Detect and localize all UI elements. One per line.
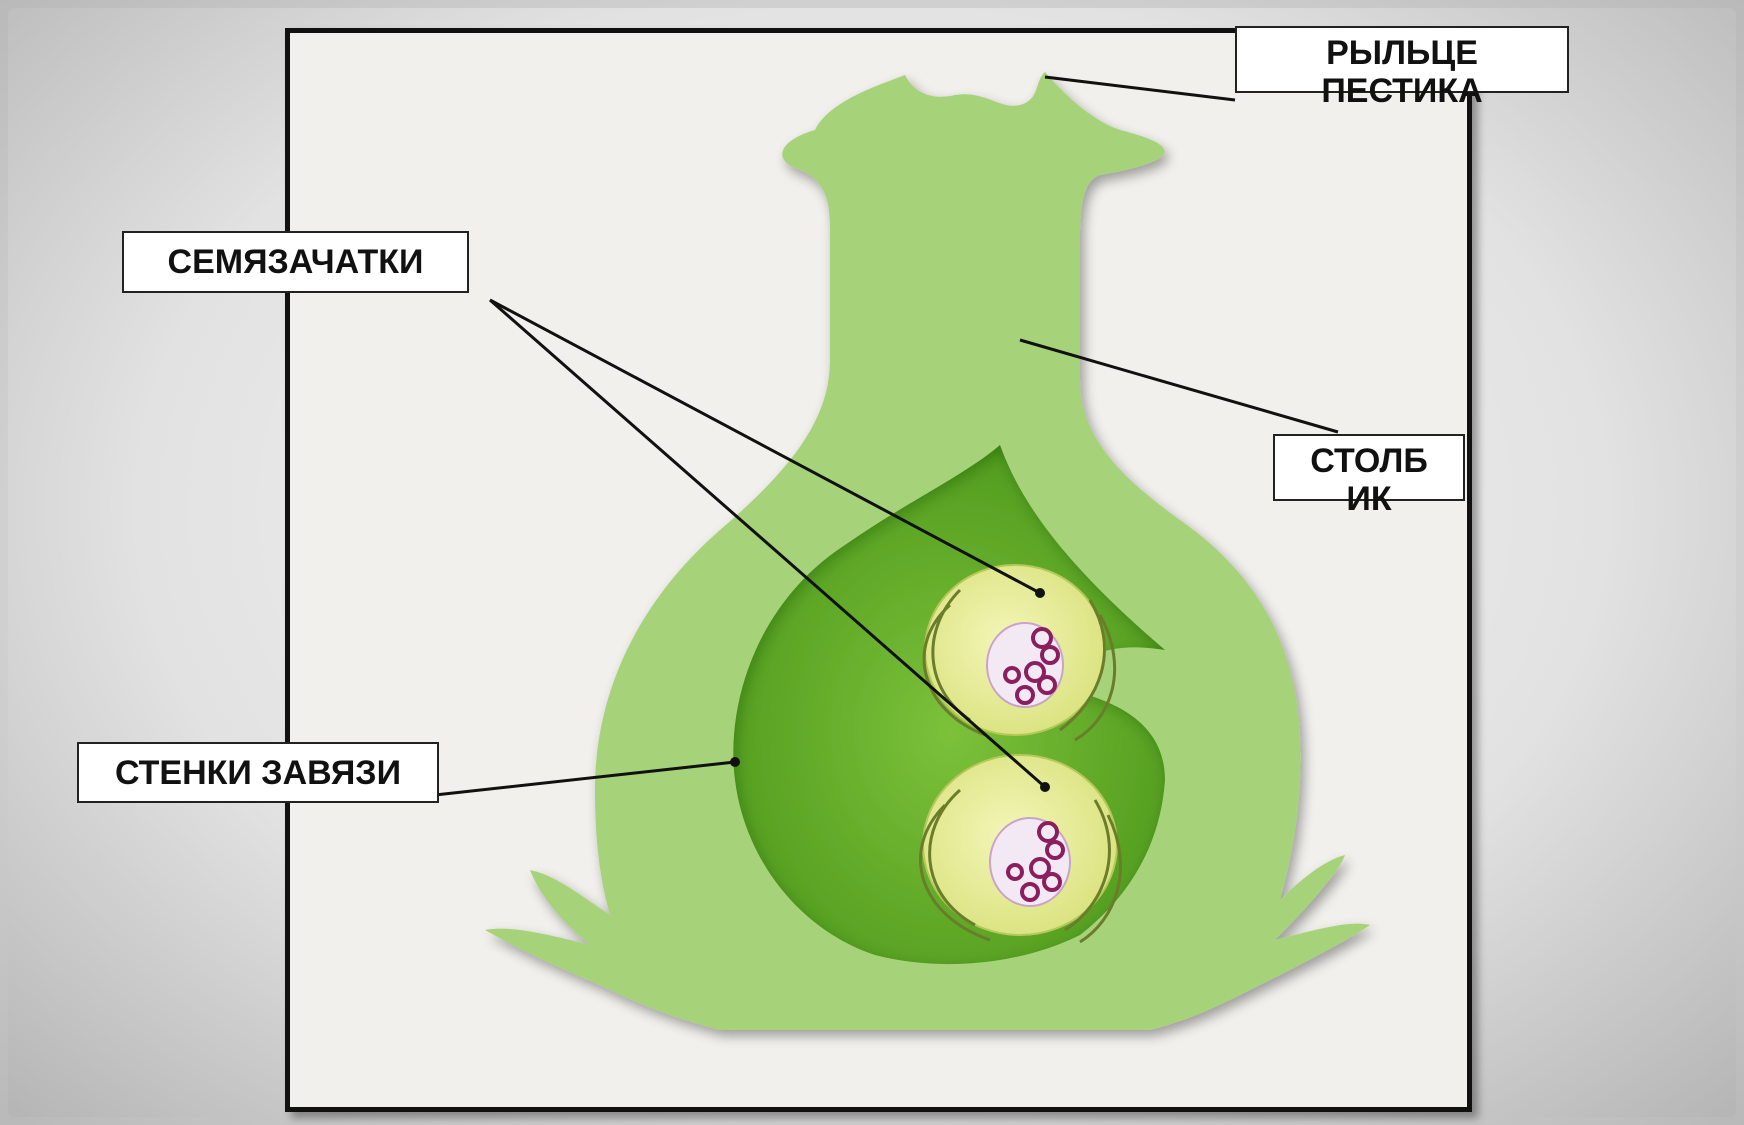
leader-stigma	[1045, 77, 1235, 100]
label-ovary-wall: СТЕНКИ ЗАВЯЗИ	[77, 742, 439, 803]
label-ovules-text: СЕМЯЗАЧАТКИ	[168, 243, 424, 281]
label-style-text: СТОЛБ ИК	[1310, 442, 1428, 518]
label-style: СТОЛБ ИК	[1273, 434, 1465, 501]
label-ovary-wall-text: СТЕНКИ ЗАВЯЗИ	[115, 754, 401, 792]
label-ovules: СЕМЯЗАЧАТКИ	[122, 231, 469, 293]
label-stigma-text: РЫЛЬЦЕ ПЕСТИКА	[1321, 34, 1482, 110]
label-stigma: РЫЛЬЦЕ ПЕСТИКА	[1235, 26, 1569, 93]
